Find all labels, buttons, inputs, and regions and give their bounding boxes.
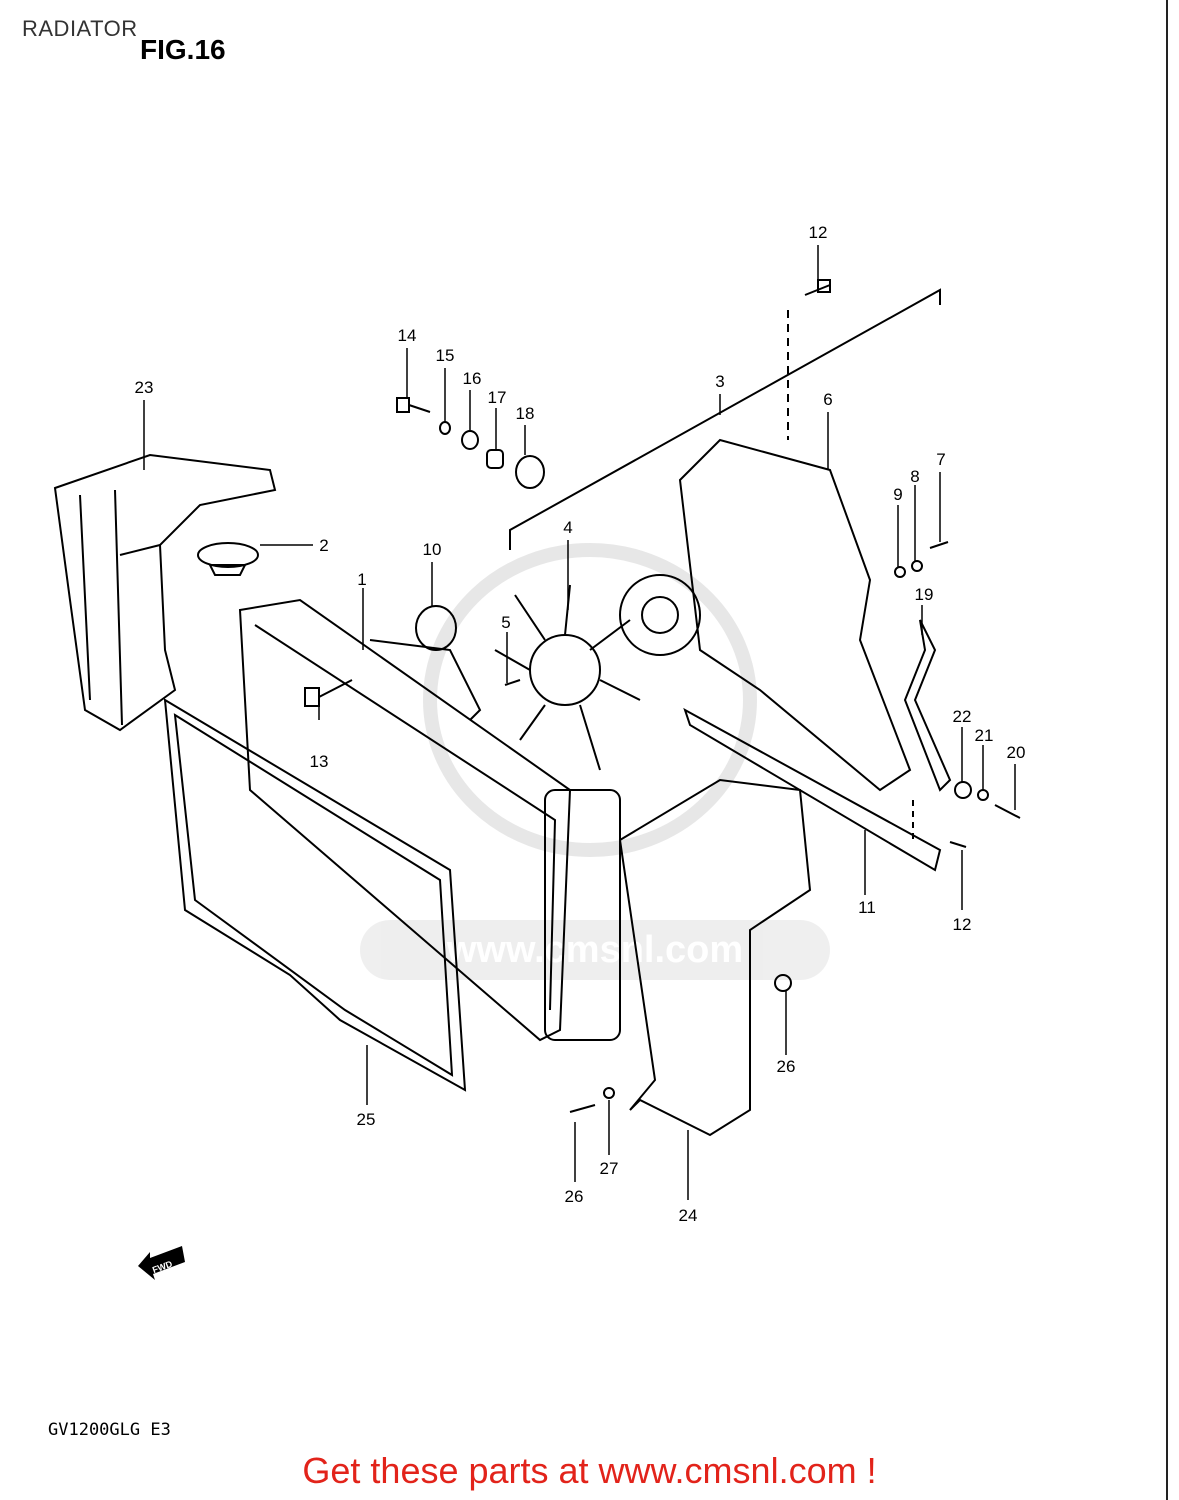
- callout-20: 20: [1007, 743, 1026, 762]
- cover-24: [618, 778, 812, 1137]
- callout-19: 19: [915, 585, 934, 604]
- watermark: www.cmsnl.com: [360, 543, 830, 980]
- model-code: GV1200GLG E3: [48, 1420, 171, 1440]
- promo-link[interactable]: Get these parts at www.cmsnl.com !: [302, 1450, 877, 1491]
- callout-14: 14: [398, 326, 417, 345]
- callout-18: 18: [516, 404, 535, 423]
- page-title: RADIATOR: [22, 16, 138, 41]
- assembly-lines: [509, 288, 941, 840]
- radiator-shroud-23: [53, 453, 277, 732]
- callout-4: 4: [563, 518, 572, 537]
- callout-25: 25: [357, 1110, 376, 1129]
- callout-12-bottom: 12: [953, 915, 972, 934]
- callout-26-left: 26: [565, 1187, 584, 1206]
- callout-8: 8: [910, 467, 919, 486]
- callout-13: 13: [310, 752, 329, 771]
- bolt-13: [304, 679, 353, 707]
- callout-6: 6: [823, 390, 832, 409]
- fwd-arrow: FWD: [138, 1246, 185, 1280]
- callout-labels: 12 14 15 16 17 18 23 3 6 9 8 7 2 10 4 1 …: [135, 223, 1026, 1225]
- fan-4: [494, 584, 641, 771]
- callout-17: 17: [488, 388, 507, 407]
- callout-5: 5: [501, 613, 510, 632]
- callout-7: 7: [936, 450, 945, 469]
- callout-12-top: 12: [809, 223, 828, 242]
- callout-1: 1: [357, 570, 366, 589]
- callout-22: 22: [953, 707, 972, 726]
- callout-10: 10: [423, 540, 442, 559]
- leader-lines: [143, 245, 1016, 1200]
- callout-16: 16: [463, 369, 482, 388]
- callout-26-right: 26: [777, 1057, 796, 1076]
- exploded-diagram: www.cmsnl.com: [53, 223, 1026, 1280]
- bracket-19: [903, 619, 952, 792]
- watermark-text: www.cmsnl.com: [446, 929, 743, 971]
- callout-9: 9: [893, 485, 902, 504]
- callout-27: 27: [600, 1159, 619, 1178]
- bushing-10: [415, 605, 457, 651]
- fan-motor-housing-6: [619, 438, 912, 792]
- callout-23: 23: [135, 378, 154, 397]
- radiator-1: [238, 598, 621, 1042]
- radiator-cap-2: [197, 542, 259, 576]
- callout-3: 3: [715, 372, 724, 391]
- callout-11: 11: [858, 898, 876, 917]
- callout-2: 2: [319, 536, 328, 555]
- radiator-screen-25: [163, 698, 467, 1092]
- callout-24: 24: [679, 1206, 698, 1225]
- callout-21: 21: [975, 726, 994, 745]
- figure-number: FIG.16: [140, 34, 226, 65]
- callout-15: 15: [436, 346, 455, 365]
- right-border: [1166, 0, 1168, 1500]
- bracket-11: [683, 707, 942, 872]
